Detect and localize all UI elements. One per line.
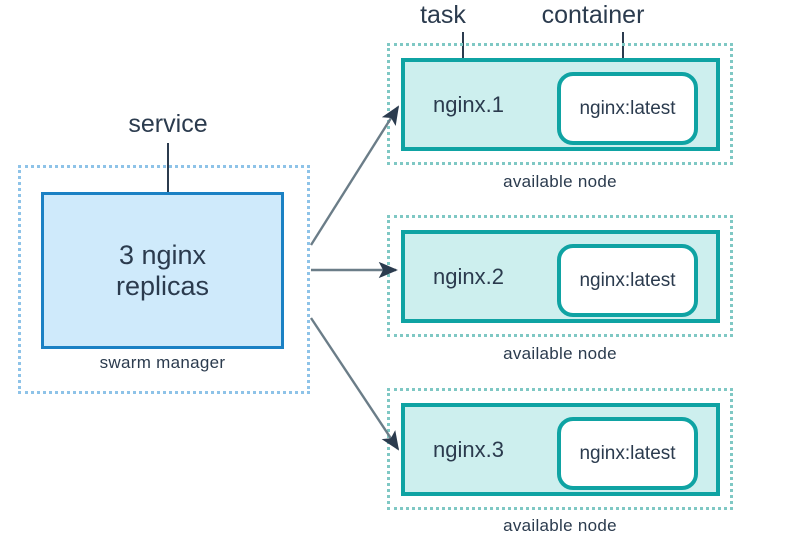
node-caption-3: available node [503, 516, 617, 535]
node-caption-2: available node [503, 344, 617, 363]
node-caption-1: available node [503, 172, 617, 191]
service-boundary [18, 165, 310, 394]
container-box-1[interactable]: nginx:latest [557, 72, 698, 145]
task-label-2: nginx.2 [433, 263, 504, 289]
task-box-3[interactable]: nginx.3 nginx:latest [401, 403, 720, 496]
task-label-1: nginx.1 [433, 91, 504, 117]
task-box-1[interactable]: nginx.1 nginx:latest [401, 58, 720, 151]
service-replicas-label: 3 nginx replicas [115, 240, 210, 301]
container-box-3[interactable]: nginx:latest [557, 417, 698, 490]
annotation-label-service: service [128, 110, 208, 138]
leader-line-service [167, 143, 169, 231]
arrow-service-to-node-3 [310, 317, 400, 451]
container-image-label-1: nginx:latest [579, 97, 676, 119]
container-image-label-3: nginx:latest [579, 442, 676, 464]
swarm-manager-caption: swarm manager [99, 353, 226, 372]
arrow-service-to-node-1 [309, 105, 400, 246]
container-image-label-2: nginx:latest [579, 269, 676, 291]
node-boundary-1 [387, 43, 733, 165]
task-box-2[interactable]: nginx.2 nginx:latest [401, 230, 720, 323]
container-box-2[interactable]: nginx:latest [557, 244, 698, 317]
task-label-3: nginx.3 [433, 436, 504, 462]
service-box[interactable]: 3 nginx replicas [41, 192, 284, 349]
annotation-label-task: task [420, 1, 466, 29]
annotation-label-container: container [541, 1, 645, 29]
